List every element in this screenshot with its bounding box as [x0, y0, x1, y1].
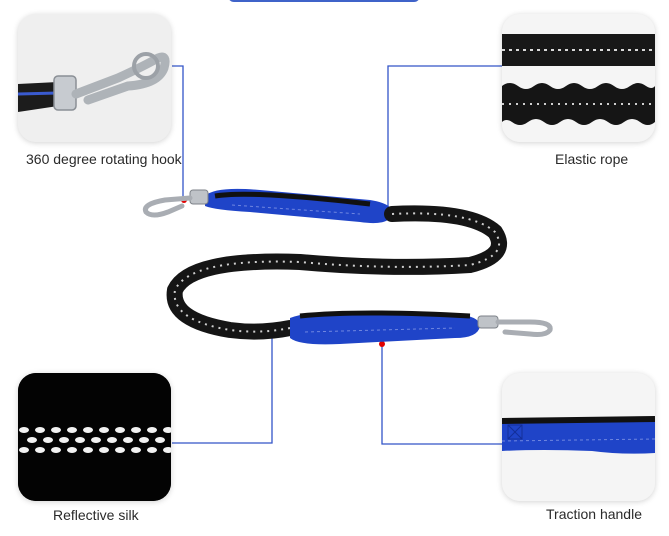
- marker-dot-handle: [379, 341, 385, 347]
- feature-panel-rope: [502, 14, 655, 142]
- connector-handle: [381, 344, 502, 445]
- feature-caption-hook: 360 degree rotating hook: [26, 151, 182, 167]
- feature-caption-rope: Elastic rope: [555, 151, 629, 167]
- feature-panel-silk: [18, 373, 171, 501]
- connector-silk: [172, 333, 273, 444]
- feature-panel-hook: [18, 14, 171, 142]
- feature-panel-handle: [502, 373, 655, 501]
- feature-caption-silk: Reflective silk: [53, 507, 139, 523]
- connector-hook: [172, 65, 184, 200]
- header-tab-decoration: [228, 0, 420, 2]
- connector-rope: [387, 65, 502, 211]
- feature-caption-handle: Traction handle: [546, 506, 642, 522]
